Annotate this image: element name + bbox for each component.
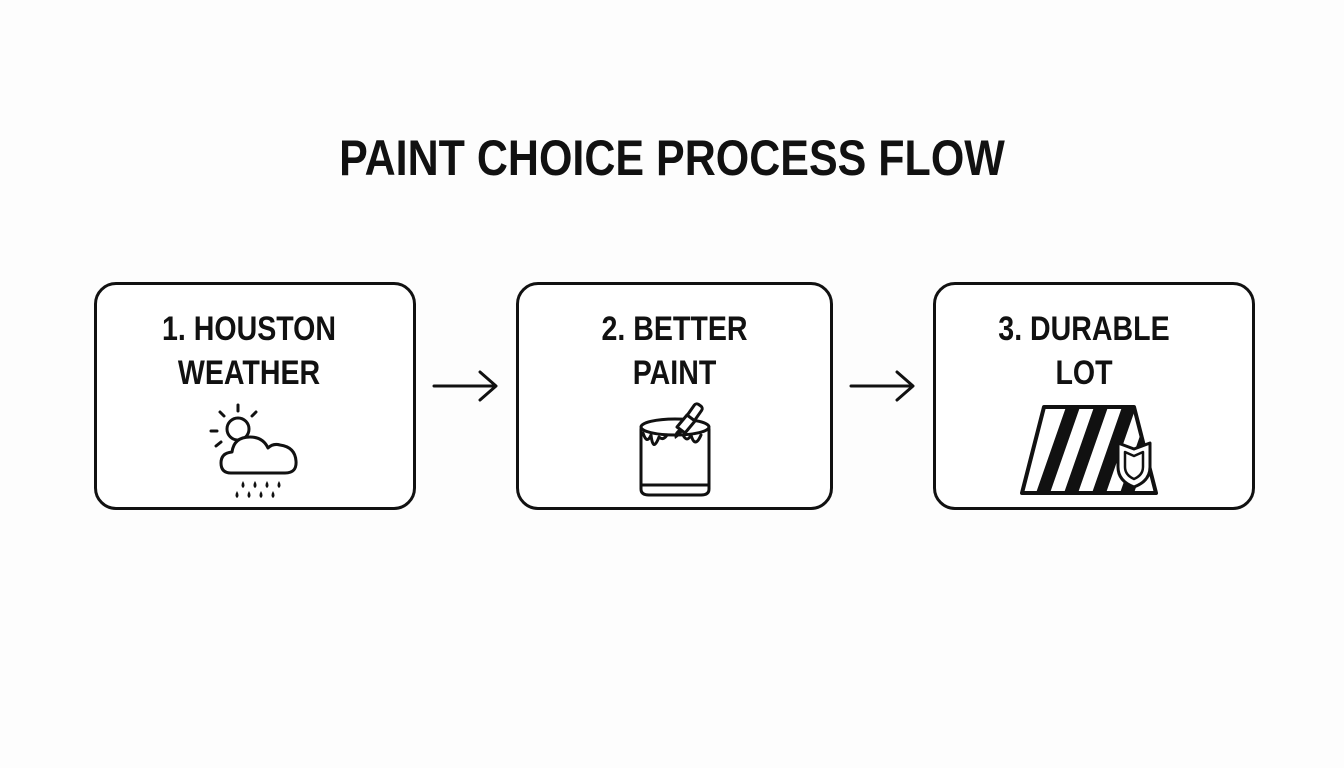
step-label-line1: 2. BETTER bbox=[601, 310, 748, 348]
step-label-line2: LOT bbox=[1055, 354, 1113, 392]
step-label: 2. BETTER PAINT bbox=[544, 307, 805, 395]
step-label: 1. HOUSTON WEATHER bbox=[116, 307, 381, 395]
step-label-line2: WEATHER bbox=[177, 354, 321, 392]
flow-arrow-1 bbox=[430, 366, 500, 406]
diagram-title: PAINT CHOICE PROCESS FLOW bbox=[339, 130, 1005, 186]
step-box-better-paint: 2. BETTER PAINT bbox=[516, 282, 833, 510]
striped-lot-shield-icon bbox=[936, 401, 1252, 501]
step-label-line2: PAINT bbox=[632, 354, 717, 392]
step-box-houston-weather: 1. HOUSTON WEATHER bbox=[94, 282, 416, 510]
step-label-line1: 3. DURABLE bbox=[998, 310, 1170, 348]
step-label: 3. DURABLE LOT bbox=[951, 307, 1216, 395]
step-label-line1: 1. HOUSTON bbox=[161, 310, 337, 348]
step-box-durable-lot: 3. DURABLE LOT bbox=[933, 282, 1255, 510]
paint-can-brush-icon bbox=[519, 401, 830, 501]
flow-arrow-2 bbox=[847, 366, 917, 406]
weather-cloud-rain-sun-icon bbox=[97, 401, 413, 501]
